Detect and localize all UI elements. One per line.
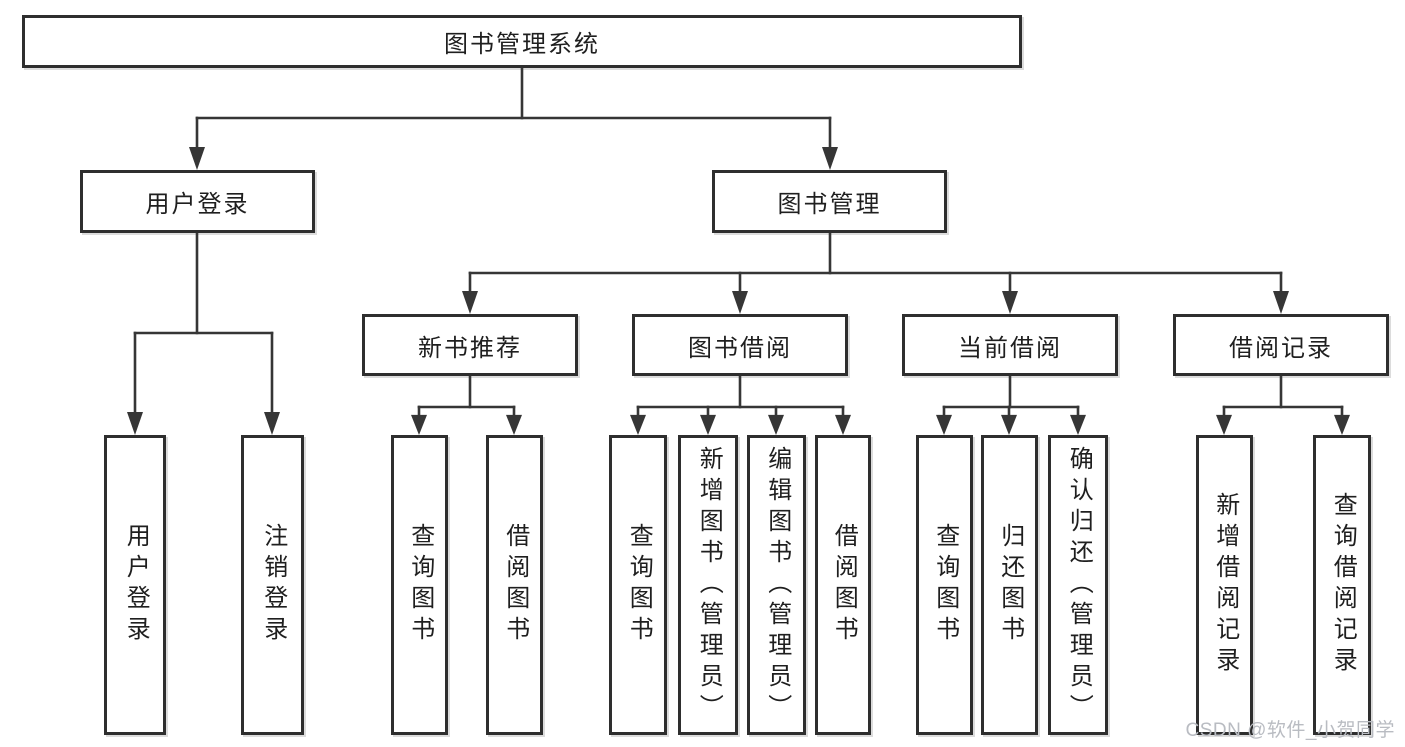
node-current-borrowing: 当前借阅 [902, 314, 1118, 376]
node-label: 图书借阅 [688, 334, 792, 362]
leaf-query-books-borrowing: 查询图书 [609, 435, 667, 735]
csdn-watermark: CSDN @软件_小贺同学 [1185, 720, 1395, 741]
leaf-label: 注销登录 [259, 523, 287, 647]
leaf-label: 归还图书 [996, 523, 1024, 647]
leaf-label: 查询图书 [931, 523, 959, 647]
leaf-add-book-admin: 新增图书（管理员） [678, 435, 738, 735]
leaf-label: 借阅图书 [501, 523, 529, 647]
leaf-label: 新增借阅记录 [1211, 492, 1239, 678]
node-new-book-recommendation: 新书推荐 [362, 314, 578, 376]
node-library-management-system: 图书管理系统 [22, 15, 1022, 68]
leaf-logout: 注销登录 [241, 435, 304, 735]
leaf-return-book: 归还图书 [981, 435, 1038, 735]
leaf-label: 用户登录 [122, 523, 150, 647]
leaf-user-login: 用户登录 [104, 435, 166, 735]
leaf-borrow-books-recommend: 借阅图书 [486, 435, 543, 735]
leaf-confirm-return-admin: 确认归还（管理员） [1048, 435, 1108, 735]
leaf-label: 确认归还（管理员） [1065, 445, 1093, 725]
node-user-login: 用户登录 [80, 170, 315, 233]
node-label: 借阅记录 [1229, 334, 1333, 362]
node-label: 当前借阅 [958, 334, 1062, 362]
leaf-edit-book-admin: 编辑图书（管理员） [747, 435, 806, 735]
node-label: 图书管理 [777, 191, 882, 218]
node-book-borrowing: 图书借阅 [632, 314, 848, 376]
node-label: 图书管理系统 [444, 31, 600, 58]
leaf-query-books-current: 查询图书 [916, 435, 973, 735]
leaf-label: 查询借阅记录 [1329, 492, 1357, 678]
leaf-borrow-books-borrowing: 借阅图书 [815, 435, 871, 735]
leaf-label: 查询图书 [625, 523, 653, 647]
leaf-query-books-recommend: 查询图书 [391, 435, 448, 735]
leaf-label: 编辑图书（管理员） [763, 445, 791, 725]
node-label: 用户登录 [145, 191, 250, 218]
leaf-label: 借阅图书 [830, 523, 858, 647]
leaf-label: 新增图书（管理员） [695, 445, 723, 725]
node-borrowing-records: 借阅记录 [1173, 314, 1389, 376]
leaf-label: 查询图书 [406, 523, 434, 647]
node-label: 新书推荐 [418, 334, 522, 362]
leaf-query-borrow-record: 查询借阅记录 [1313, 435, 1371, 735]
node-book-management: 图书管理 [712, 170, 947, 233]
leaf-add-borrow-record: 新增借阅记录 [1196, 435, 1253, 735]
